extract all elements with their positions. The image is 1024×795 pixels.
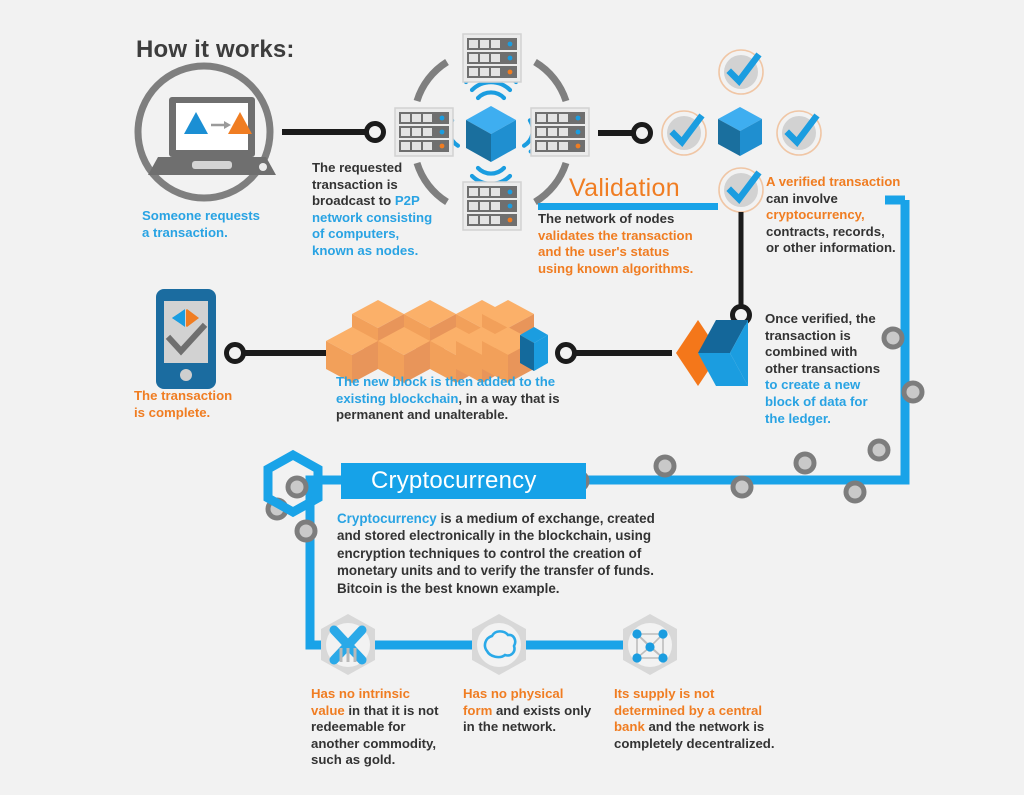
caption-line: in the network. [463,719,557,735]
caption-someone-requests: Someone requests a transaction. [142,208,342,241]
check-badge-icon [718,167,764,213]
server-rack-left [394,107,454,157]
caption-new-block: The new block is then added to the exist… [336,374,696,424]
feature-caption-3: Its supply is not determined by a centra… [614,686,814,752]
crossed-coins-icon [329,625,367,665]
ledger-chevron-icon [676,320,748,386]
caption-line: Has no intrinsic [311,686,410,701]
caption-line: The network of nodes [538,211,675,226]
caption-line: the ledger. [765,410,831,426]
caption-line: combined with [765,344,858,360]
page-title: How it works: [136,36,295,63]
feature-hex-2 [472,614,526,675]
caption-line: Once verified, the [765,311,876,326]
caption-line: of computers, [312,226,400,242]
caption-line: The transaction [134,388,233,403]
caption-line: value in that it is not [311,702,439,718]
caption-line: broadcast to P2P [312,193,420,209]
caption-line: contracts, records, [766,223,885,239]
caption-line: network consisting [312,209,433,225]
feature-hexagons [321,614,677,675]
server-rack-top [462,33,522,83]
caption-line: Has no physical [463,686,564,701]
caption-line: validates the transaction [538,227,693,243]
server-rack-right [530,107,590,157]
feature-caption-1: Has no intrinsic value in that it is not… [311,686,456,769]
caption-line: block of data for [765,393,868,409]
caption-line: other transactions [765,360,881,376]
caption-line: determined by a central [614,702,763,718]
cryptocurrency-banner-label: Cryptocurrency [371,467,537,494]
validation-heading: Validation [569,174,680,202]
cryptocurrency-banner: Cryptocurrency [341,463,586,499]
caption-line: The new block is then added to the [336,374,556,389]
caption-line: transaction is [312,176,398,192]
desc-line: and stored electronically in the blockch… [337,528,652,544]
cloud-outline-icon [483,630,517,659]
caption-validation: The network of nodes validates the trans… [538,211,738,277]
caption-once-verified: Once verified, the transaction is combin… [765,311,935,427]
caption-line: transaction is [765,327,851,343]
caption-line: or other information. [766,240,896,256]
caption-line: to create a new [765,377,861,393]
desc-line: Bitcoin is the best known example. [337,580,560,596]
blockchain-cubes [326,300,548,383]
check-badge-icon [718,49,764,95]
desc-line: Cryptocurrency is a medium of exchange, … [337,511,655,526]
caption-line: a transaction. [142,224,228,240]
connector-phone-to-blocks [224,342,340,364]
caption-line: known as nodes. [312,242,419,258]
feature-hex-3 [623,614,677,675]
caption-line: The requested [312,160,403,175]
blue-cube-small [718,107,762,156]
connector-nodes-to-check [598,122,653,144]
caption-transaction-complete: The transaction is complete. [134,388,314,421]
cryptocurrency-description: Cryptocurrency is a medium of exchange, … [337,510,737,597]
caption-line: can involve [766,190,838,206]
laptop-circle-icon [134,62,276,202]
check-badge-group [661,49,822,213]
desc-line: monetary units and to verify the transfe… [337,563,654,579]
caption-line: existing blockchain, in a way that is [336,390,560,406]
caption-verified-transaction: A verified transaction can involve crypt… [766,174,936,257]
feature-caption-2: Has no physical form and exists only in … [463,686,613,736]
connector-laptop-to-nodes [282,121,386,143]
new-block-cube [520,327,548,371]
smartphone-check-icon [156,289,216,389]
caption-line: form and exists only [463,702,592,718]
caption-line: Someone requests [142,208,260,223]
caption-broadcast: The requested transaction is broadcast t… [312,160,492,260]
node-ring-group [394,33,590,231]
check-badge-icon [776,110,822,156]
hexagon-junction [263,449,323,518]
caption-line: A verified transaction [766,174,901,189]
caption-line: permanent and unalterable. [336,407,509,423]
feature-hex-1 [321,614,375,675]
caption-line: Its supply is not [614,686,715,701]
caption-line: using known algorithms. [538,260,694,276]
caption-line: such as gold. [311,752,396,768]
server-rack-bottom [462,181,522,231]
check-badge-icon [661,110,707,156]
blue-cube-center [466,106,516,162]
desc-line: encryption techniques to control the cre… [337,545,642,561]
caption-line: bank and the network is [614,719,765,735]
network-nodes-icon [632,629,668,663]
caption-line: cryptocurrency, [766,207,865,223]
caption-line: and the user's status [538,244,670,260]
caption-line: redeemable for [311,719,406,735]
caption-line: is complete. [134,404,211,420]
caption-line: another commodity, [311,735,437,751]
connector-blocks-to-ledger [555,342,672,364]
validation-underline [538,203,718,210]
caption-line: completely decentralized. [614,735,775,751]
